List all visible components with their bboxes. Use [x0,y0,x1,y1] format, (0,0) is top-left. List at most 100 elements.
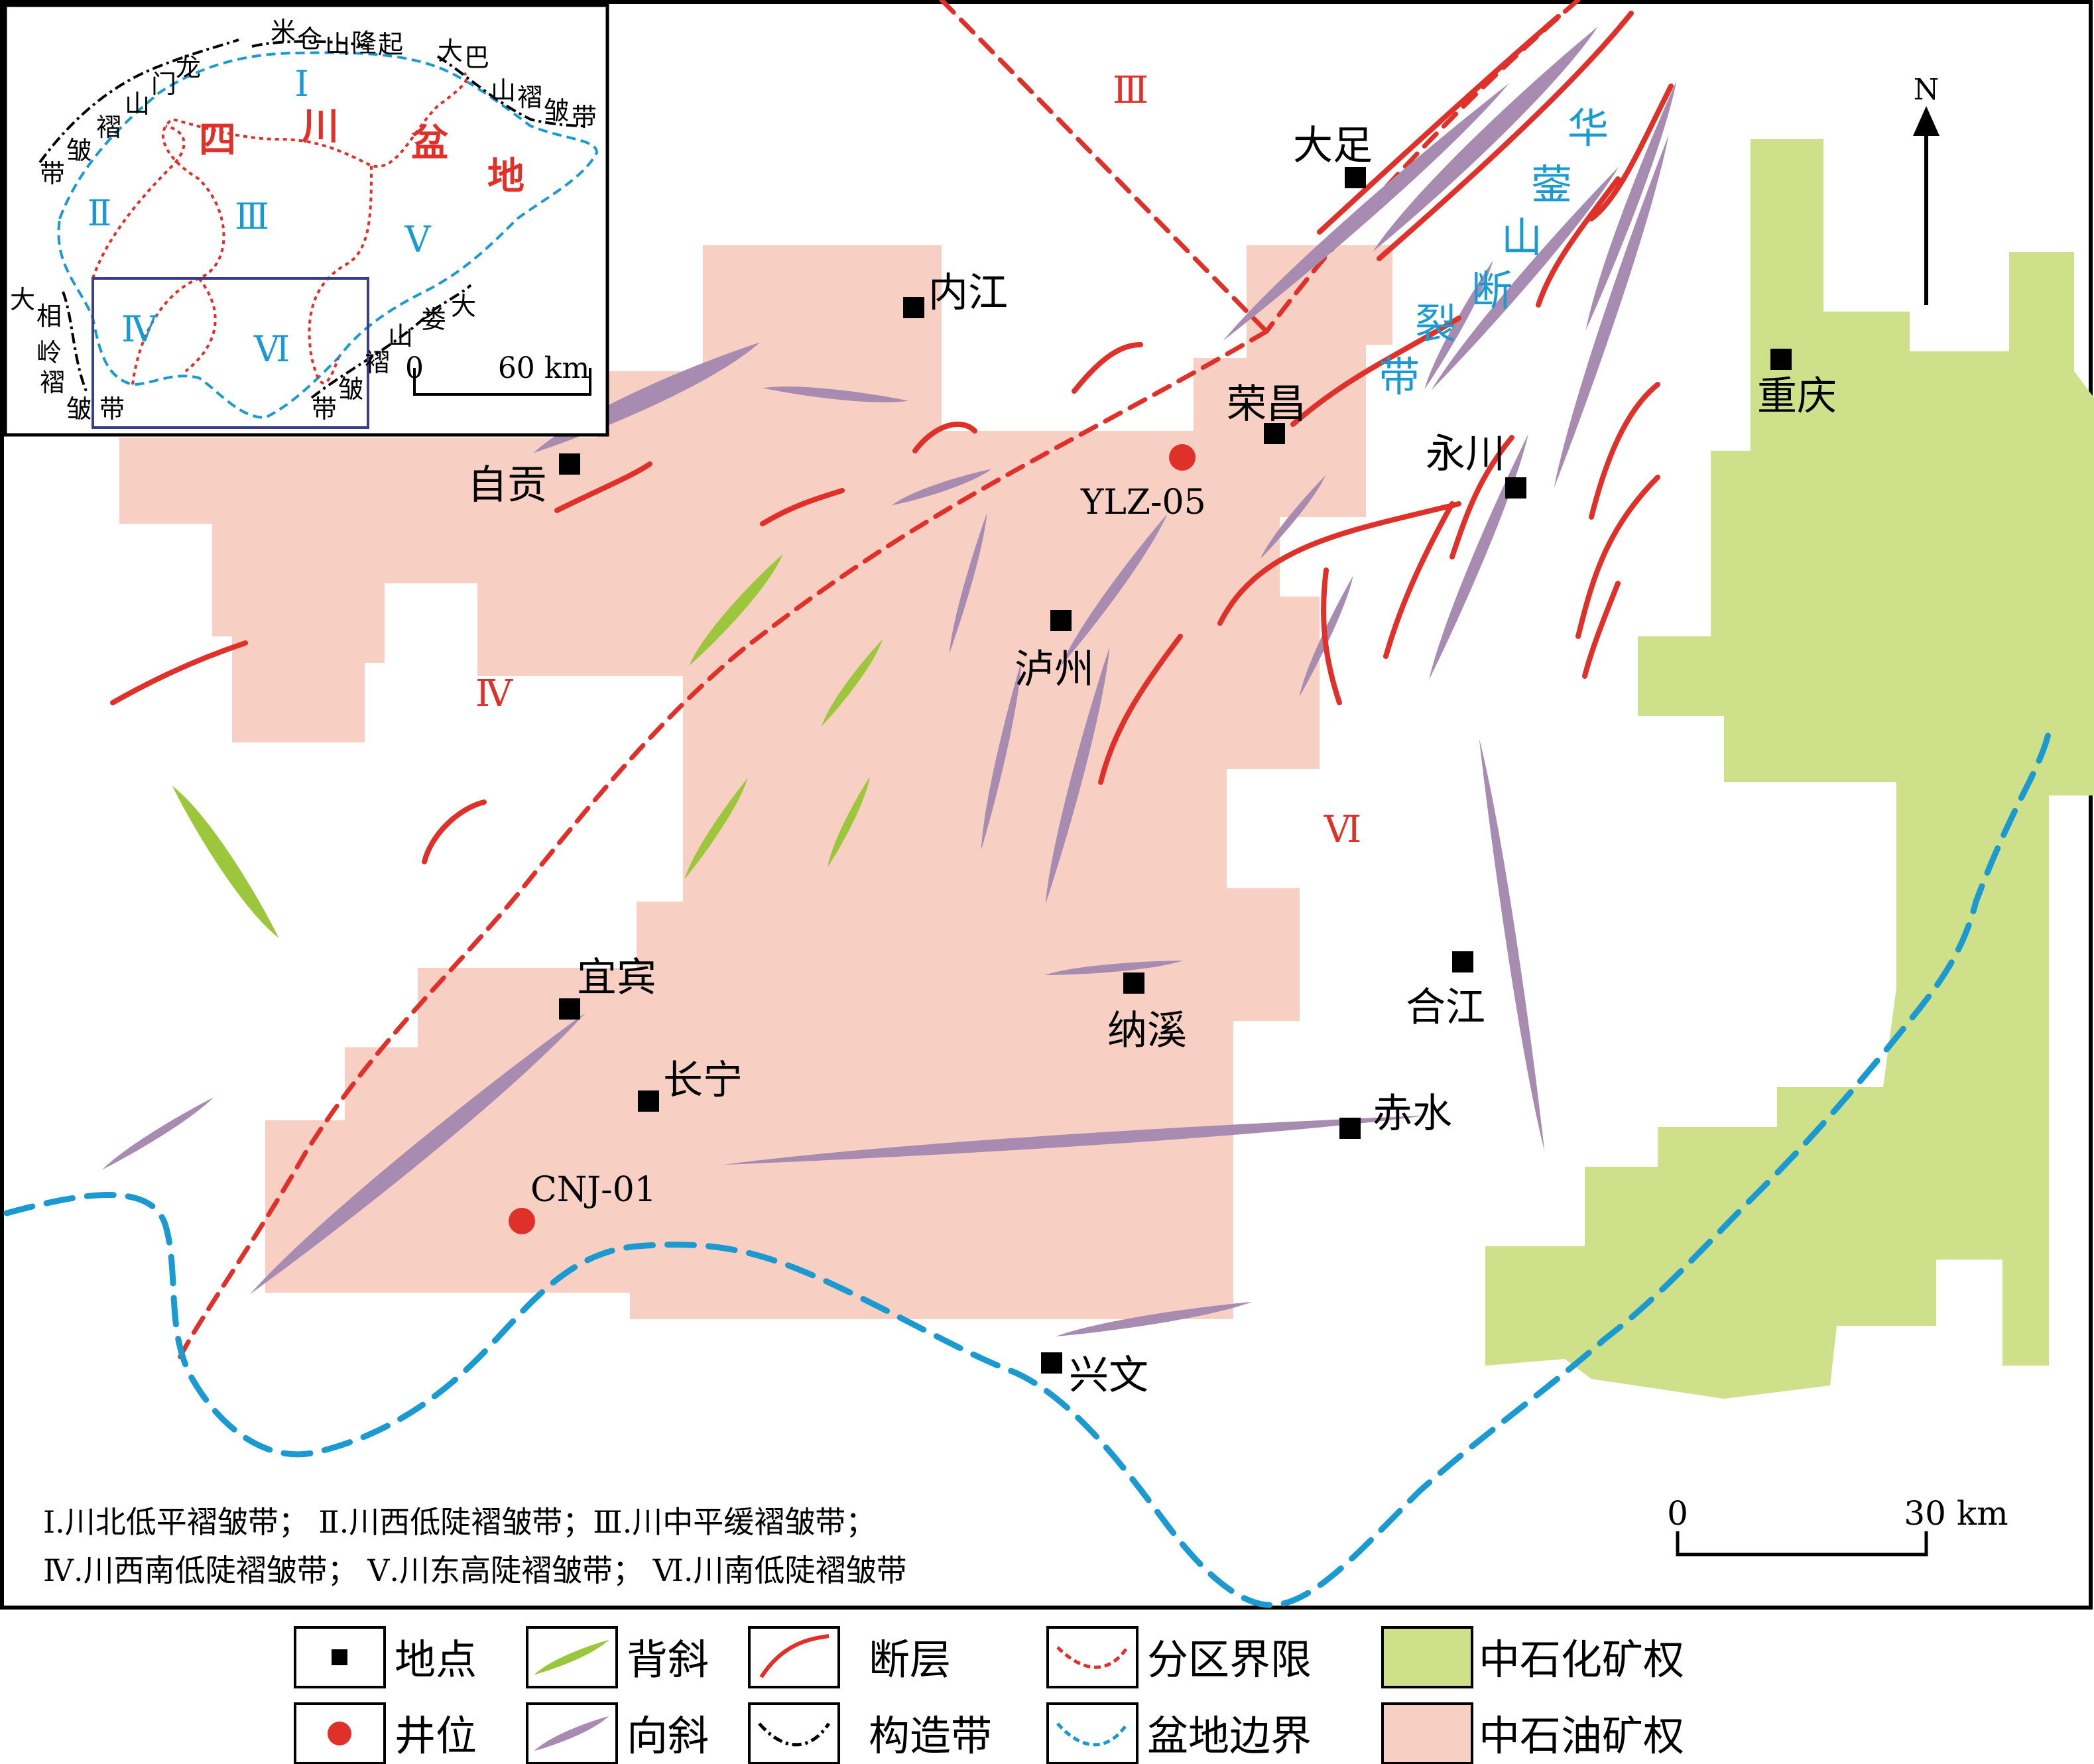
svg-text:带: 带 [1379,353,1420,401]
well-label: CNJ-01 [530,1170,656,1210]
svg-text:大: 大 [10,285,35,314]
city-label: 长宁 [663,1057,743,1104]
legend-syncline: 向斜 [526,1702,709,1764]
svg-text:Ⅴ: Ⅴ [404,219,432,261]
svg-text:山: 山 [325,30,350,59]
svg-text:皱: 皱 [338,375,363,404]
svg-text:相: 相 [36,302,62,331]
city-label: 泸州 [1015,646,1094,693]
svg-text:门: 门 [151,70,176,99]
city-label: 宜宾 [577,955,656,1001]
svg-text:巴: 巴 [464,43,489,72]
main-scale-bar: 0 30 km [1667,1494,2008,1557]
svg-text:仓: 仓 [297,25,322,54]
legend-structural-belt: 构造带 [748,1702,992,1764]
inset-map: 四 川 盆 地 Ⅰ Ⅱ Ⅲ Ⅳ Ⅴ Ⅵ 米 仓 山 隆 起 大 巴 山 褶 皱 … [3,3,609,437]
svg-text:N: N [1914,73,1940,107]
svg-text:皱: 皱 [544,96,569,125]
svg-text:蓥: 蓥 [1531,160,1572,209]
svg-text:Ⅵ: Ⅵ [253,328,290,370]
city-label: 兴文 [1069,1352,1148,1399]
svg-text:构造带: 构造带 [869,1712,992,1760]
city-label: 荣昌 [1227,381,1306,428]
svg-text:娄: 娄 [421,305,446,334]
city-label: 赤水 [1373,1090,1452,1137]
svg-text:裂: 裂 [1415,300,1456,348]
svg-text:起: 起 [378,30,403,59]
legend-basin-boundary: 盆地边界 [1046,1702,1312,1764]
svg-text:大: 大 [451,292,476,321]
svg-text:皱: 皱 [66,136,92,165]
legend-anticline: 背斜 [526,1626,709,1688]
svg-text:0: 0 [405,351,424,385]
svg-text:Ⅲ: Ⅲ [235,196,269,237]
svg-text:褶: 褶 [517,83,542,112]
city-label: 纳溪 [1107,1008,1187,1054]
city-label: 永川 [1426,431,1505,477]
zone-description-line2: Ⅳ.川西南低陡褶皱带； Ⅴ.川东高陡褶皱带； Ⅵ.川南低陡褶皱带 [43,1553,907,1588]
svg-text:Ⅳ: Ⅳ [121,308,158,350]
city-label: 重庆 [1757,373,1837,420]
svg-text:地: 地 [487,154,524,198]
city-label: 合江 [1406,984,1485,1031]
legend: 地点 背斜 断层 分区界限 中石化矿权 井位 [294,1626,1684,1764]
city-label: 自贡 [467,462,547,508]
svg-text:隆: 隆 [351,29,377,58]
city-label: 内江 [928,270,1008,316]
faults [110,11,1674,864]
svg-text:向斜: 向斜 [627,1712,709,1760]
zone-label-III: Ⅲ [1113,69,1148,112]
legend-petrochina: 中石油矿权 [1381,1702,1684,1764]
svg-text:川: 川 [302,105,339,148]
city-label: 大足 [1293,123,1373,169]
basin-boundary [3,726,2052,1608]
svg-text:Ⅱ: Ⅱ [88,192,112,234]
svg-text:60 km: 60 km [498,351,589,385]
svg-text:带: 带 [40,159,65,188]
svg-text:大: 大 [438,36,463,66]
petrochina-area [119,245,1392,1319]
svg-text:山: 山 [1501,213,1542,262]
svg-text:地点: 地点 [395,1635,477,1684]
north-arrow: N [1913,73,1940,305]
svg-text:岭: 岭 [36,338,62,367]
sinopec-area [1485,139,2094,1399]
well-markers [509,444,1196,1234]
zone-label-IV: Ⅳ [475,672,513,715]
svg-text:四: 四 [199,118,236,162]
svg-text:山: 山 [491,76,516,105]
svg-text:Ⅰ: Ⅰ [294,63,308,105]
legend-sinopec: 中石化矿权 [1381,1626,1684,1688]
svg-text:井位: 井位 [395,1712,477,1760]
svg-text:带: 带 [312,394,337,424]
well-label: YLZ-05 [1080,483,1206,522]
svg-text:米: 米 [271,17,296,46]
svg-text:山: 山 [125,89,150,119]
svg-text:30 km: 30 km [1904,1494,2008,1533]
svg-text:带: 带 [99,394,125,424]
city-labels: 大足 内江 荣昌 重庆 自贡 永川 泸州 宜宾 纳溪 合江 长宁 赤水 兴文 [467,123,1837,1399]
svg-text:断: 断 [1471,266,1512,315]
zone-description-line1: Ⅰ.川北低平褶皱带； Ⅱ.川西低陡褶皱带；Ⅲ.川中平缓褶皱带； [43,1504,876,1540]
svg-text:背斜: 背斜 [627,1635,709,1684]
legend-point: 地点 [294,1626,477,1688]
svg-text:盆地边界: 盆地边界 [1147,1712,1312,1760]
svg-text:褶: 褶 [96,113,121,142]
svg-text:中石化矿权: 中石化矿权 [1479,1635,1684,1684]
svg-text:盆: 盆 [411,121,448,165]
zone-label-VI: Ⅵ [1324,808,1361,851]
svg-text:褶: 褶 [40,368,65,397]
svg-text:带: 带 [572,103,597,132]
svg-text:断层: 断层 [869,1635,951,1684]
svg-text:皱: 皱 [66,394,92,424]
legend-well: 井位 [294,1702,477,1764]
svg-text:华: 华 [1568,104,1609,152]
svg-text:中石油矿权: 中石油矿权 [1479,1712,1684,1760]
svg-text:分区界限: 分区界限 [1147,1635,1312,1684]
svg-text:山: 山 [388,322,413,351]
legend-fault: 断层 [748,1626,951,1688]
svg-text:褶: 褶 [365,348,390,377]
fault-zone-label: 华 蓥 山 断 裂 带 [1379,104,1609,401]
svg-text:龙: 龙 [176,53,201,82]
